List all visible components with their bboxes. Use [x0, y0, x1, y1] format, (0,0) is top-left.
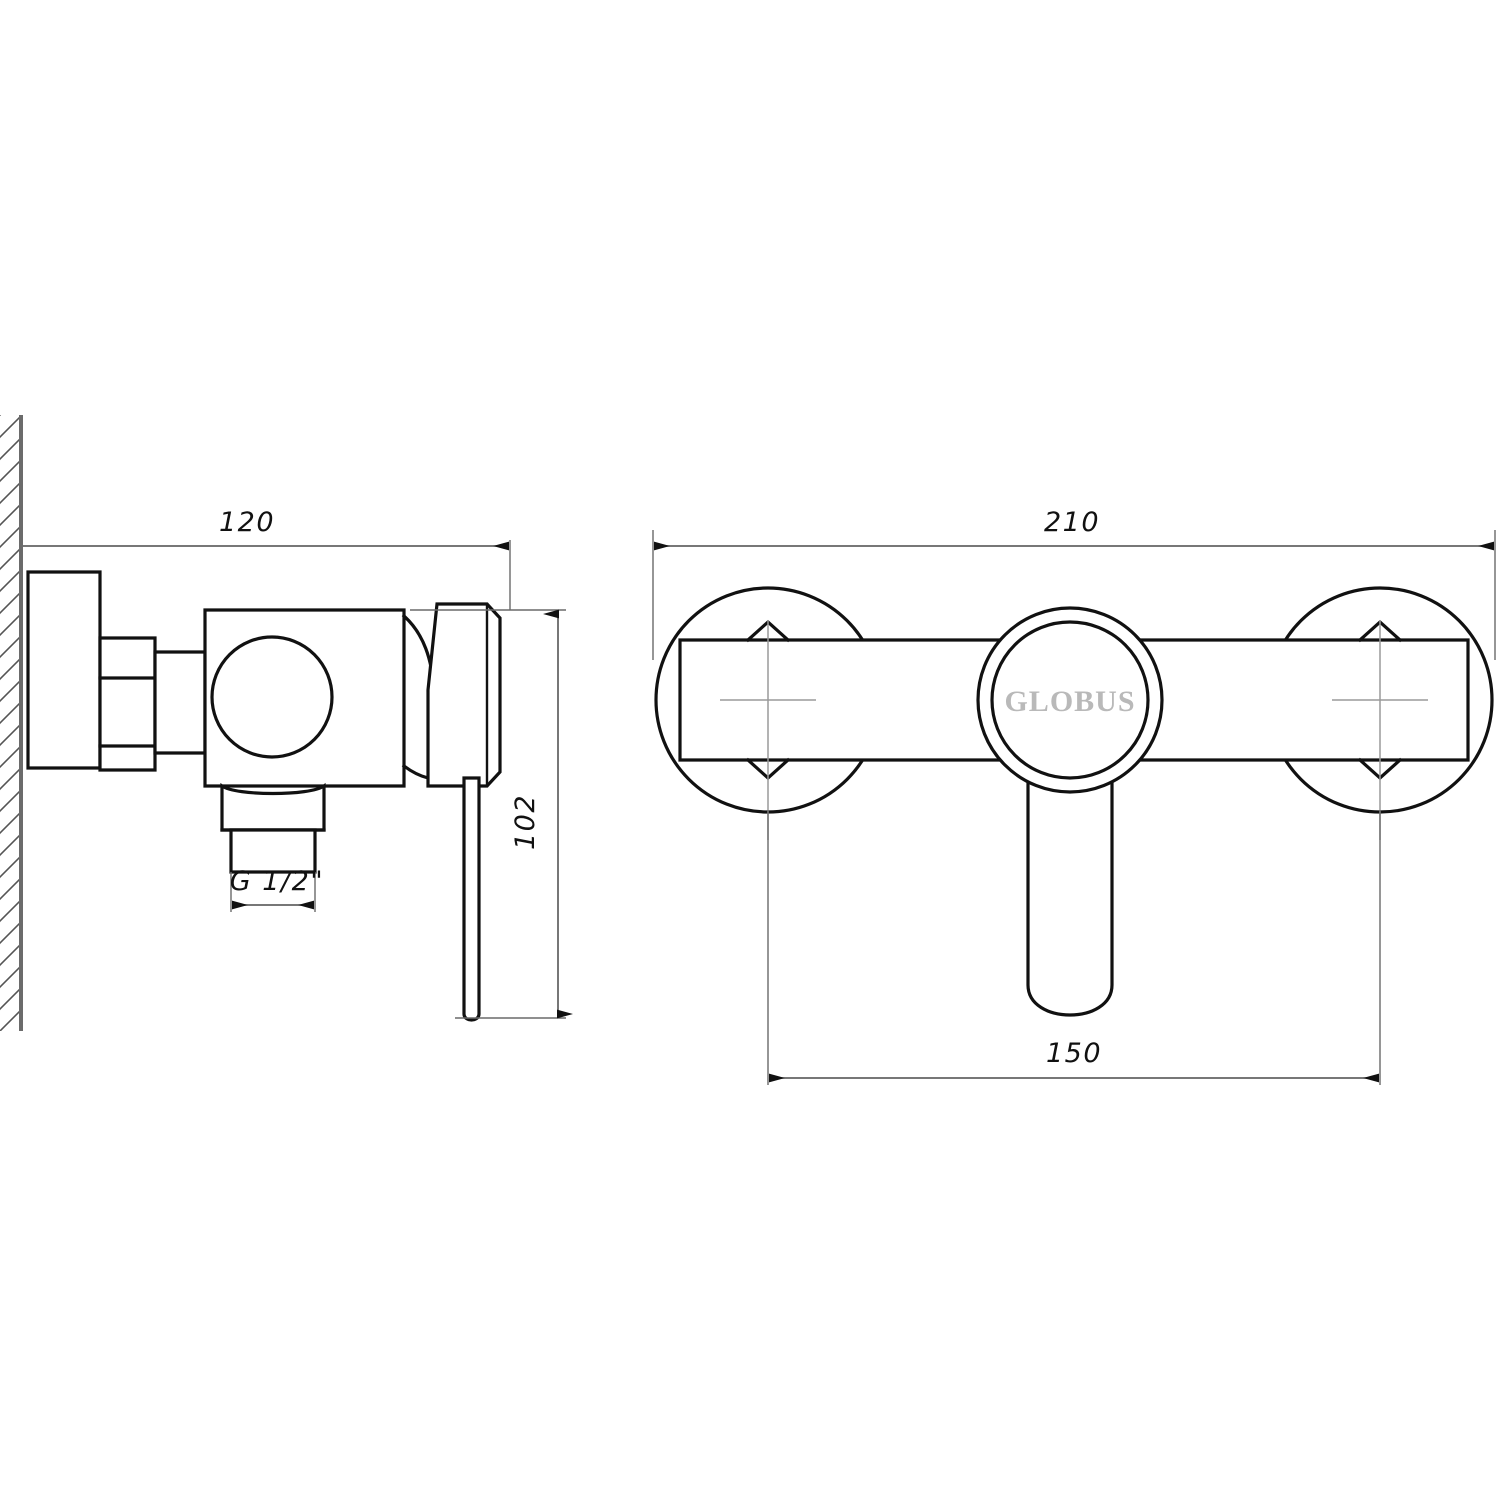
dim-label-120: 120 [219, 507, 275, 538]
side-view-dimensions: 120 102 G 1/2" [20, 507, 573, 1019]
lever-head [426, 602, 502, 788]
wall-section [0, 415, 23, 1031]
valve-body [203, 608, 406, 788]
cartridge-neck-arc [401, 763, 430, 780]
front-view-geometry: GLOBUS [654, 586, 1494, 1017]
outlet-boss [220, 782, 326, 832]
front-lever-arm [1026, 738, 1114, 1017]
coupling-nut [98, 636, 157, 772]
cartridge-cap-inner [990, 620, 1150, 780]
inlet-stem [153, 650, 207, 755]
wall-mount-flange [26, 570, 102, 770]
brand-label: GLOBUS [1004, 685, 1135, 718]
dim-label-thread: G 1/2" [230, 866, 324, 897]
lever-head-chamfer [426, 602, 439, 692]
dim-label-150: 150 [1046, 1038, 1102, 1069]
dim-label-102: 102 [510, 794, 541, 850]
dim-label-210: 210 [1044, 507, 1100, 538]
front-view-dimensions: 210 150 [652, 507, 1496, 1085]
lever-arm [462, 776, 481, 1022]
escutcheon-circle-side [210, 635, 334, 759]
side-view-geometry [26, 570, 502, 1022]
